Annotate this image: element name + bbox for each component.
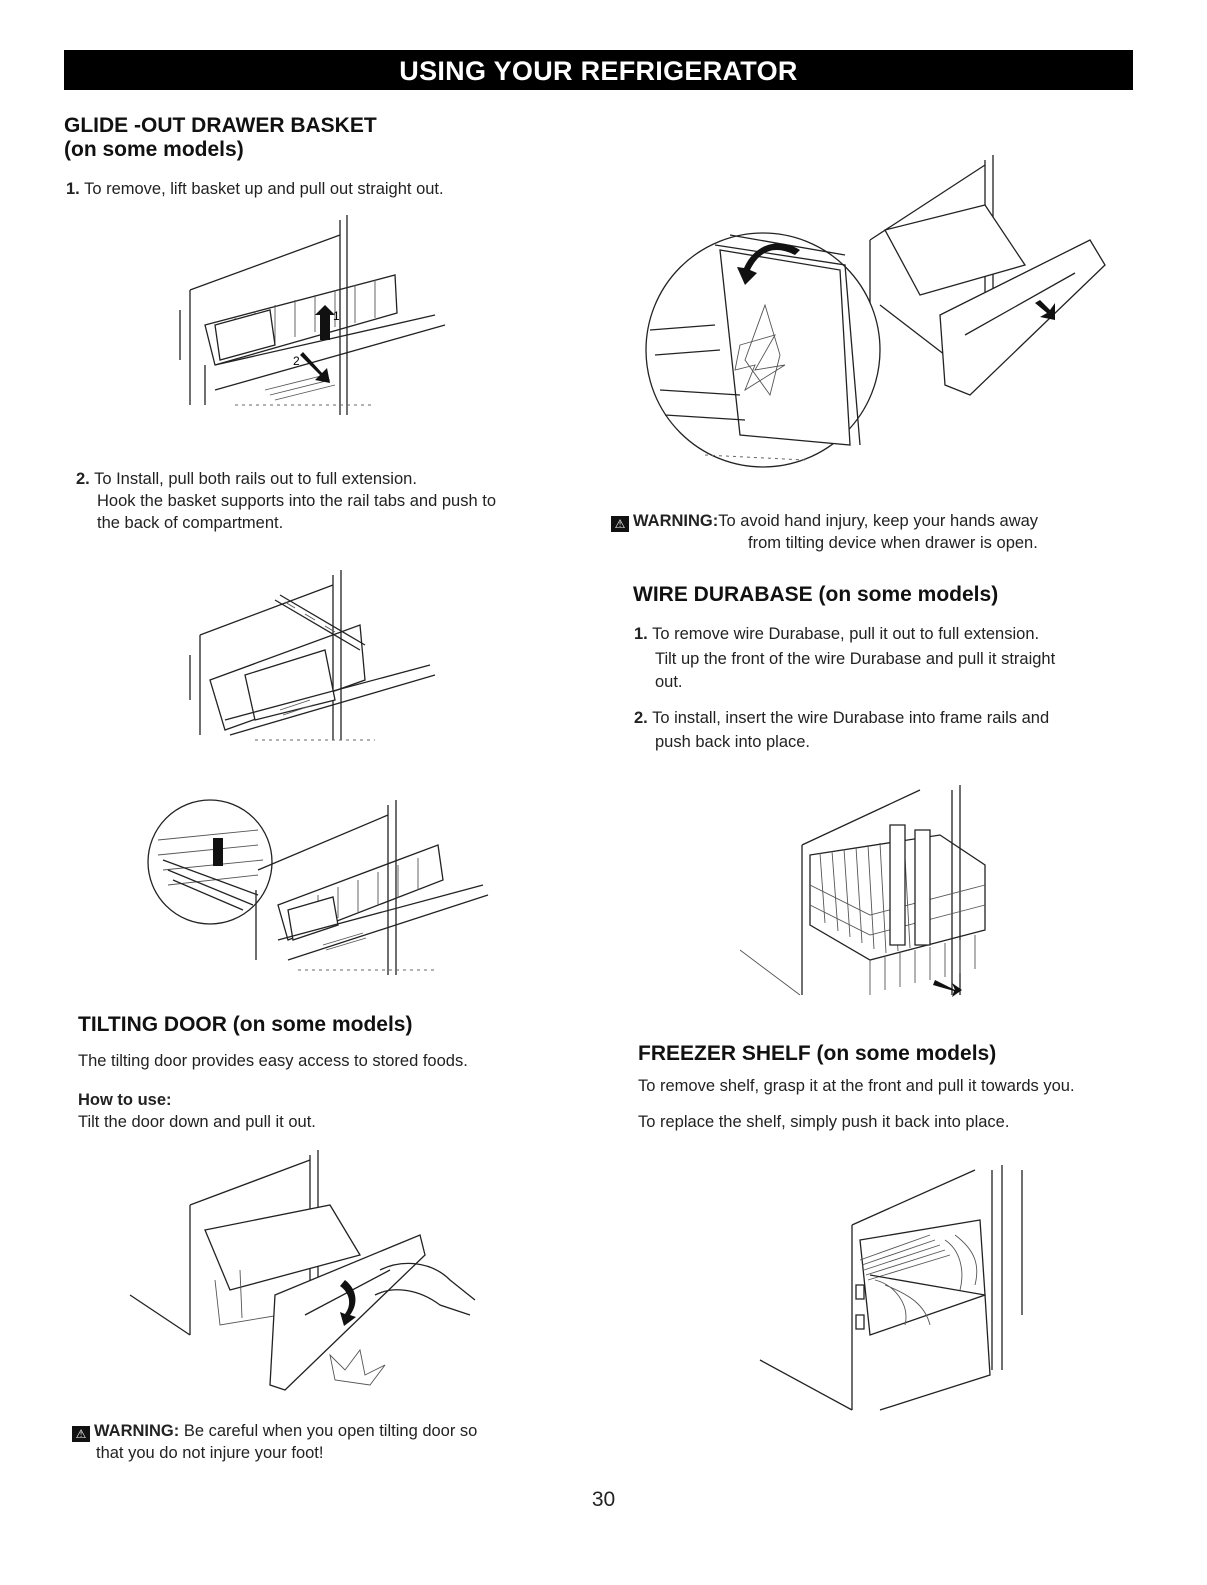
- step-number: 1.: [66, 180, 80, 198]
- step-text: out.: [655, 673, 683, 691]
- page-header-banner: USING YOUR REFRIGERATOR: [64, 50, 1133, 90]
- step-text: push back into place.: [655, 733, 811, 751]
- tilting-door-intro: The tilting door provides easy access to…: [78, 1052, 468, 1070]
- wire-durabase-title: WIRE DURABASE (on some models): [633, 583, 999, 606]
- step-text: To Install, pull both rails out to full …: [94, 470, 417, 488]
- callout-2: 2: [293, 354, 300, 368]
- foot-warning: ⚠WARNING: Be careful when you open tilti…: [72, 1420, 477, 1464]
- glide-out-step1: 1. To remove, lift basket up and pull ou…: [66, 178, 444, 200]
- warning-label: WARNING:: [633, 512, 719, 530]
- step-number: 2.: [634, 709, 648, 727]
- step-number: 1.: [634, 625, 648, 643]
- step-text: the back of compartment.: [97, 514, 284, 532]
- basket-hook-illustration: [148, 800, 493, 975]
- page-number: 30: [591, 1488, 616, 1511]
- tilting-warning: ⚠WARNING:To avoid hand injury, keep your…: [611, 510, 1038, 554]
- basket-install-illustration: [185, 570, 445, 740]
- freezer-shelf-title: FREEZER SHELF (on some models): [638, 1042, 997, 1065]
- step-text: Hook the basket supports into the rail t…: [97, 492, 496, 510]
- warning-text: that you do not injure your foot!: [96, 1444, 324, 1462]
- callout-1: 1: [333, 309, 340, 323]
- step-text: To install, insert the wire Durabase int…: [652, 709, 1050, 727]
- wire-durabase-illustration: [740, 785, 1000, 997]
- step-text: To remove wire Durabase, pull it out to …: [652, 625, 1040, 643]
- basket-removal-illustration: 1 2: [175, 215, 455, 415]
- step-text: To remove, lift basket up and pull out s…: [84, 180, 444, 198]
- freezer-shelf-text-replace: To replace the shelf, simply push it bac…: [638, 1113, 1010, 1131]
- how-to-use-label: How to use:: [78, 1091, 172, 1109]
- freezer-shelf-illustration: [760, 1165, 1030, 1410]
- tilting-drawer-illustration: [645, 155, 1115, 470]
- tilting-door-title: TILTING DOOR (on some models): [78, 1013, 413, 1036]
- glide-out-step2: 2. To Install, pull both rails out to fu…: [76, 468, 496, 534]
- warning-text: To avoid hand injury, keep your hands aw…: [718, 512, 1039, 530]
- warning-icon: ⚠: [611, 516, 629, 532]
- wire-durabase-step2: 2. To install, insert the wire Durabase …: [634, 707, 1049, 753]
- tilting-door-illustration: [130, 1150, 475, 1395]
- step-number: 2.: [76, 470, 90, 488]
- freezer-shelf-text-remove: To remove shelf, grasp it at the front a…: [638, 1077, 1075, 1095]
- warning-text: from tilting device when drawer is open.: [748, 534, 1038, 552]
- warning-label: WARNING:: [94, 1422, 180, 1440]
- wire-durabase-step1: 1. To remove wire Durabase, pull it out …: [634, 623, 1055, 693]
- warning-icon: ⚠: [72, 1426, 90, 1442]
- glide-out-title-line2: (on some models): [64, 138, 244, 161]
- step-text: Tilt up the front of the wire Durabase a…: [655, 650, 1056, 668]
- glide-out-title-line1: GLIDE -OUT DRAWER BASKET: [64, 114, 377, 137]
- warning-text: Be careful when you open tilting door so: [183, 1422, 478, 1440]
- glide-out-title: GLIDE -OUT DRAWER BASKET (on some models…: [64, 114, 377, 162]
- how-to-use-text: Tilt the door down and pull it out.: [78, 1113, 316, 1131]
